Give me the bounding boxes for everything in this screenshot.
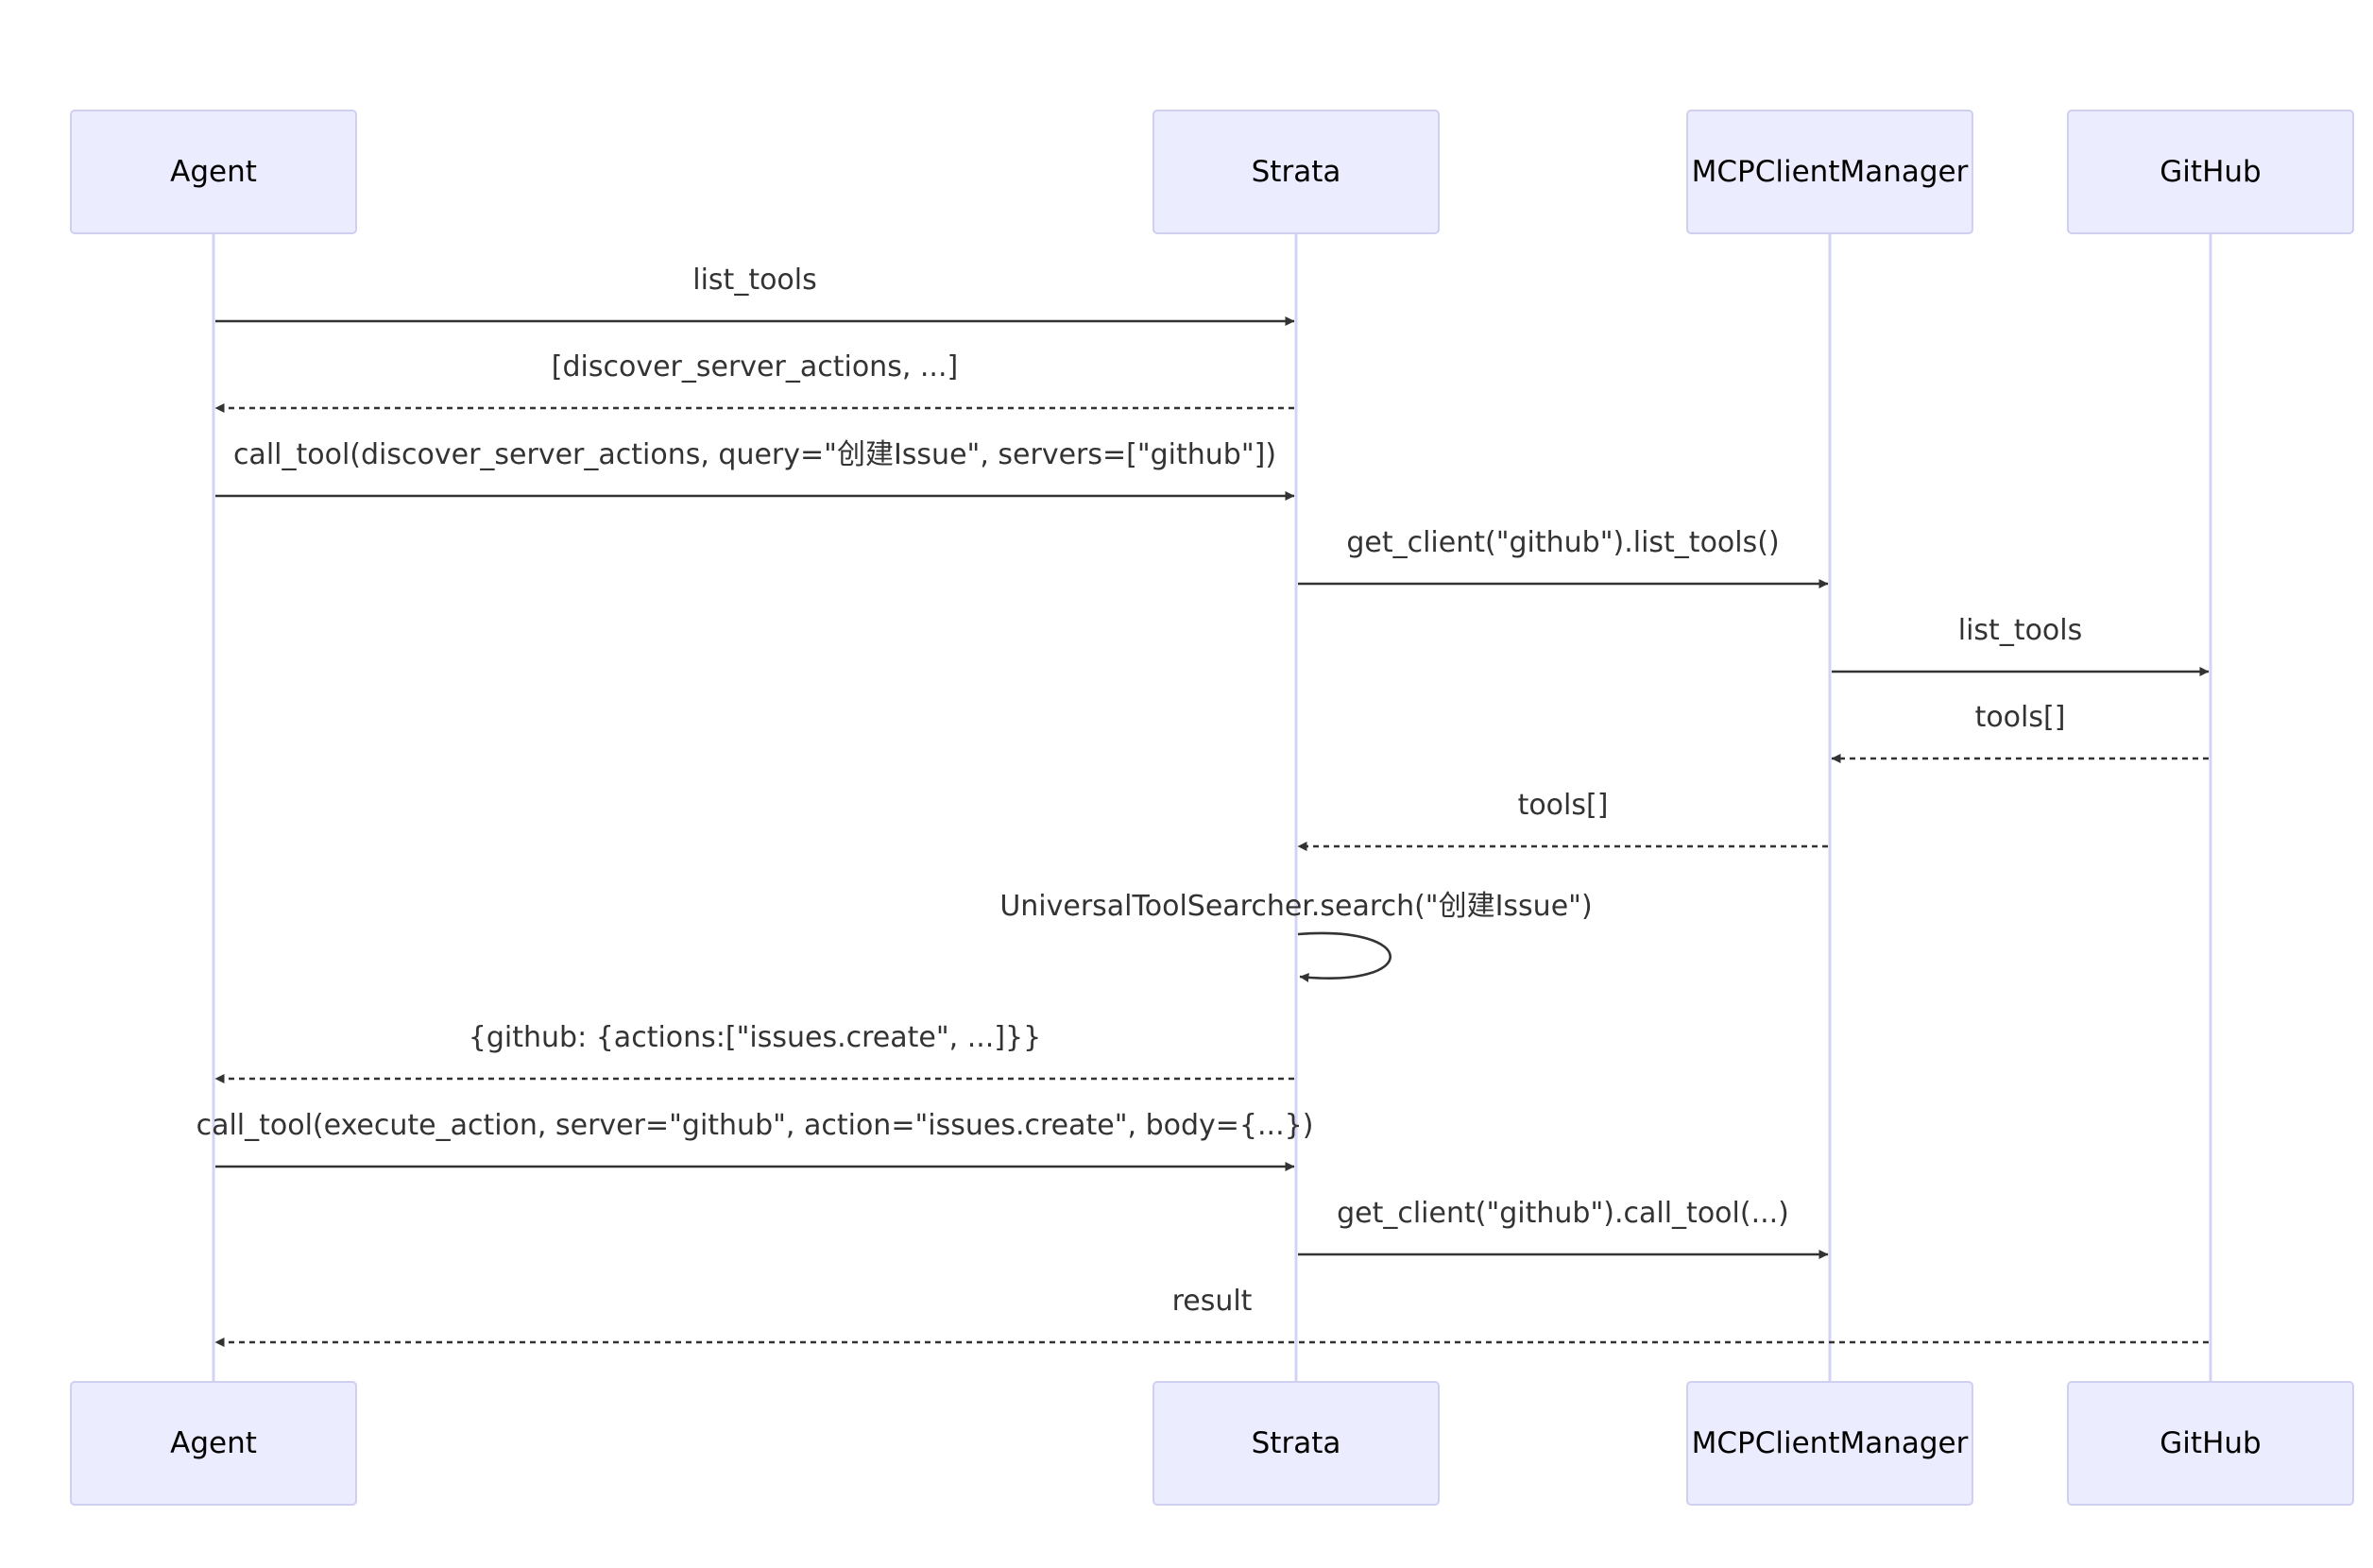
message-label: UniversalToolSearcher.search("创建Issue"): [999, 890, 1592, 923]
message-label: call_tool(discover_server_actions, query…: [233, 438, 1276, 471]
message-10: call_tool(execute_action, server="github…: [196, 1109, 1314, 1171]
message-8: UniversalToolSearcher.search("创建Issue"): [999, 890, 1593, 982]
message-label: tools[]: [1975, 701, 2066, 734]
message-label: [discover_server_actions, ...]: [552, 350, 958, 383]
message-9: {github: {actions:["issues.create", ...]…: [214, 1021, 1294, 1083]
message-7: tools[]: [1297, 789, 1828, 851]
message-6: tools[]: [1831, 701, 2209, 763]
message-11: get_client("github").call_tool(...): [1298, 1197, 1829, 1259]
actor-agent-top: Agent: [70, 110, 357, 234]
actor-label: MCPClientManager: [1692, 1426, 1969, 1460]
message-1: list_tools: [215, 264, 1295, 326]
actor-github-bottom: GitHub: [2067, 1381, 2354, 1506]
message-5: list_tools: [1832, 614, 2210, 676]
actor-label: GitHub: [2160, 155, 2261, 189]
actors-top: Agent Strata MCPClientManager GitHub: [70, 110, 2354, 234]
actor-mcp-bottom: MCPClientManager: [1686, 1381, 1973, 1506]
message-label: call_tool(execute_action, server="github…: [196, 1109, 1314, 1142]
actor-box: [70, 1381, 357, 1506]
actor-label: GitHub: [2160, 1426, 2261, 1460]
actor-box: [1152, 110, 1440, 234]
message-12: result: [214, 1285, 2209, 1347]
lifelines: [212, 233, 2212, 1382]
message-label: result: [1172, 1285, 1253, 1318]
message-label: get_client("github").call_tool(...): [1337, 1197, 1789, 1230]
actor-strata-bottom: Strata: [1152, 1381, 1440, 1506]
message-4: get_client("github").list_tools(): [1298, 526, 1829, 588]
actor-label: Strata: [1252, 1426, 1341, 1460]
actor-box: [1686, 1381, 1973, 1506]
actor-box: [2067, 1381, 2354, 1506]
actor-mcp-top: MCPClientManager: [1686, 110, 1973, 234]
actors-bottom: Agent Strata MCPClientManager GitHub: [70, 1381, 2354, 1506]
actor-agent-bottom: Agent: [70, 1381, 357, 1506]
message-3: call_tool(discover_server_actions, query…: [215, 438, 1295, 501]
actor-box: [1152, 1381, 1440, 1506]
self-message-line: [1297, 931, 1391, 982]
message-label: list_tools: [1958, 614, 2083, 647]
actor-label: Agent: [170, 155, 257, 189]
actor-label: Agent: [170, 1426, 257, 1460]
actor-box: [2067, 110, 2354, 234]
actor-github-top: GitHub: [2067, 110, 2354, 234]
message-label: tools[]: [1518, 789, 1609, 822]
actor-box: [70, 110, 357, 234]
message-label: list_tools: [692, 264, 817, 297]
message-label: {github: {actions:["issues.create", ...]…: [469, 1021, 1041, 1054]
message-2: [discover_server_actions, ...]: [214, 350, 1294, 413]
actor-label: MCPClientManager: [1692, 155, 1969, 189]
message-label: get_client("github").list_tools(): [1346, 526, 1779, 559]
messages: list_tools [discover_server_actions, ...]…: [196, 264, 2210, 1347]
actor-box: [1686, 110, 1973, 234]
actor-label: Strata: [1252, 155, 1341, 189]
actor-strata-top: Strata: [1152, 110, 1440, 234]
